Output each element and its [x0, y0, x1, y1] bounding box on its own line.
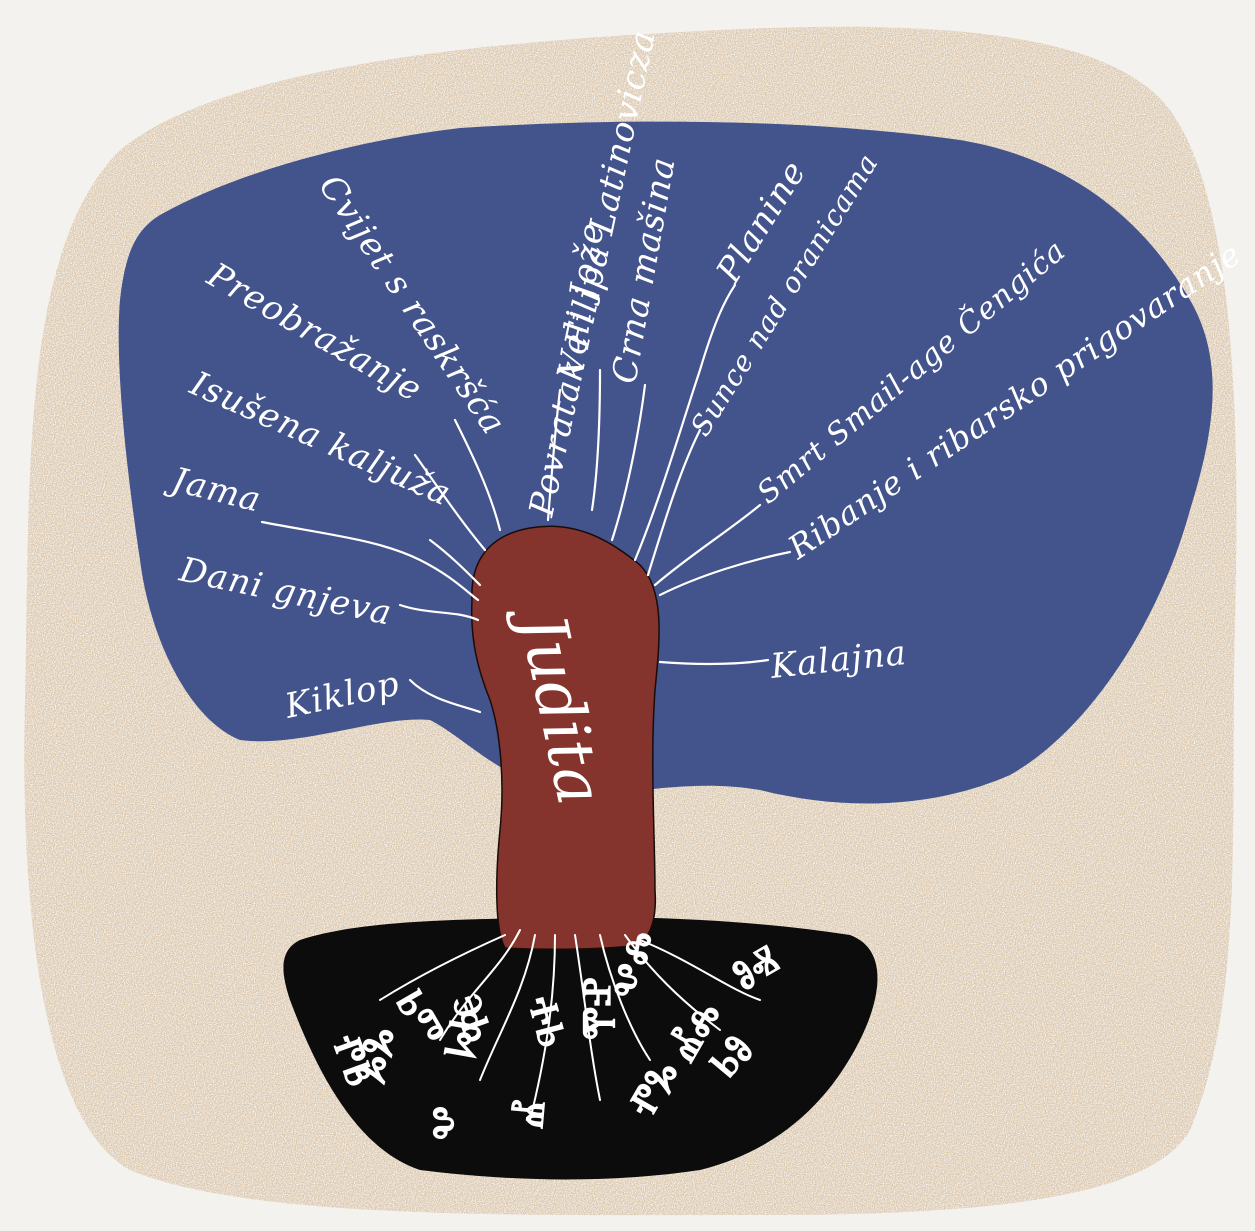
root-glyph: Ⰼ [506, 1098, 554, 1131]
root-glyph: ⰘⰓ [435, 1005, 489, 1061]
root-glyph: Ⰲ [424, 1106, 470, 1140]
